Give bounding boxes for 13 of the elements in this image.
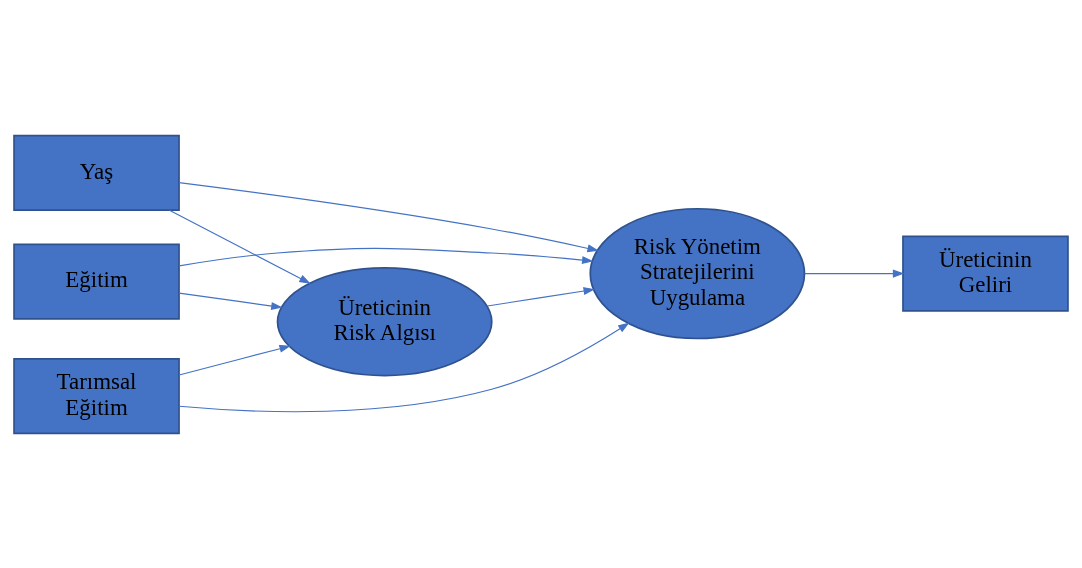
arrow	[178, 292, 283, 310]
arrow	[178, 181, 599, 252]
arrow	[178, 247, 594, 266]
arrow	[486, 286, 595, 307]
arrow	[168, 209, 311, 284]
node-box: Yaş	[13, 134, 180, 211]
node-box: Üreticinin Geliri	[902, 235, 1069, 312]
arrow	[178, 344, 291, 376]
node-ellipse: Risk Yönetim Stratejilerini Uygulama	[589, 207, 806, 339]
node-box: Tarımsal Eğitim	[13, 357, 180, 434]
arrow	[803, 269, 905, 278]
arrow	[178, 322, 630, 412]
node-box: Eğitim	[13, 243, 180, 320]
